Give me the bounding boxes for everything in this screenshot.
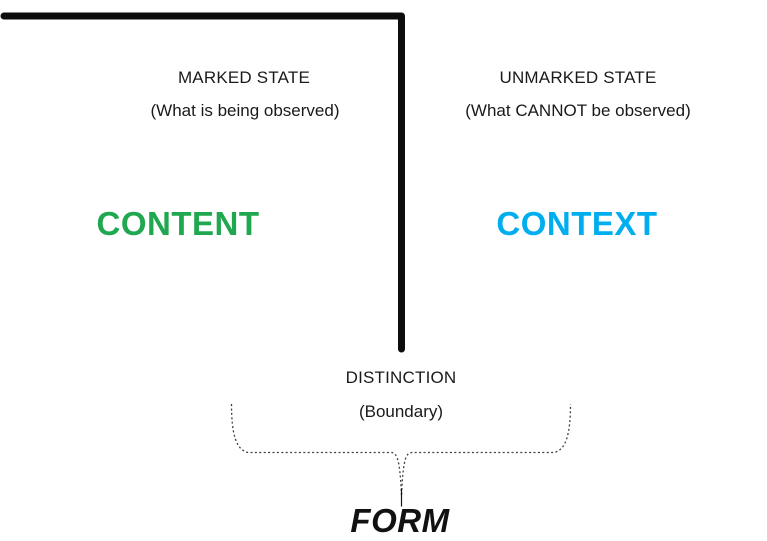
form-underbrace — [230, 403, 572, 497]
form-label: FORM — [350, 502, 450, 539]
marked-state-subtitle: (What is being observed) — [150, 101, 340, 120]
content-label: CONTENT — [96, 205, 260, 242]
boundary-subtitle: (Boundary) — [358, 402, 444, 421]
mark-of-distinction-line — [0, 12, 405, 353]
unmarked-state-subtitle: (What CANNOT be observed) — [465, 101, 691, 120]
context-label: CONTEXT — [496, 205, 658, 242]
marked-state-title: MARKED STATE — [177, 68, 311, 87]
unmarked-state-title: UNMARKED STATE — [499, 68, 657, 87]
distinction-title: DISTINCTION — [345, 368, 457, 387]
